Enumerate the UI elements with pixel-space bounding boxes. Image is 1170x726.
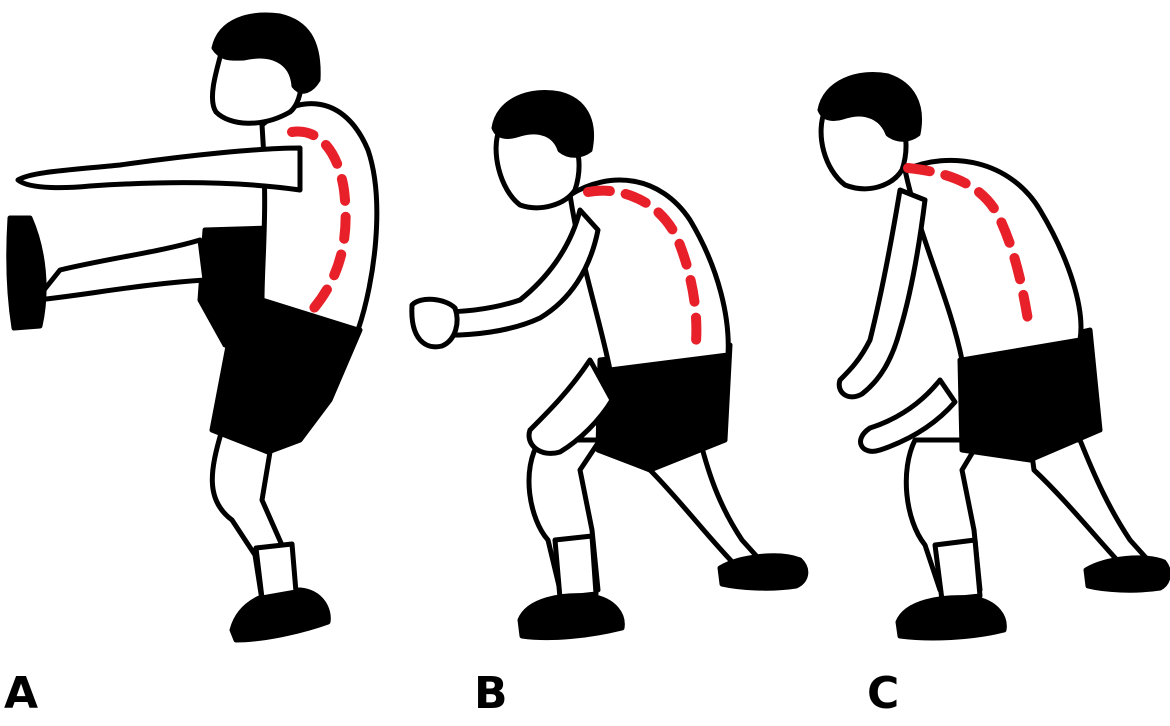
figure-b-front-sock: [555, 536, 596, 598]
figure-c-front-sock: [935, 540, 980, 600]
figure-a-sock: [256, 544, 296, 598]
figure-b-back-shoe: [720, 556, 806, 588]
figure-c-back-shoe: [1086, 558, 1168, 590]
figure-a-raised-shoe: [9, 218, 44, 328]
panel-label-b: B: [474, 672, 508, 716]
figure-c-arm: [839, 190, 925, 397]
figure-b-front-shoe: [520, 596, 622, 638]
figure-b-fist: [412, 299, 457, 347]
figure-a-shoe: [232, 590, 328, 640]
figure-b-arm: [440, 210, 598, 335]
figure-c-front-shoe: [898, 598, 1004, 638]
figure-b: [412, 92, 806, 637]
figure-a-raised-shin: [36, 240, 205, 300]
figure-a: [9, 15, 377, 640]
panel-label-c: C: [867, 672, 899, 716]
figure-a-arms: [18, 148, 300, 190]
figure-c-torso: [905, 160, 1081, 360]
panel-label-a: A: [4, 672, 38, 716]
figure-c-back-leg: [1030, 440, 1148, 572]
figure-b-torso: [570, 180, 728, 370]
figure-c: [820, 74, 1168, 638]
